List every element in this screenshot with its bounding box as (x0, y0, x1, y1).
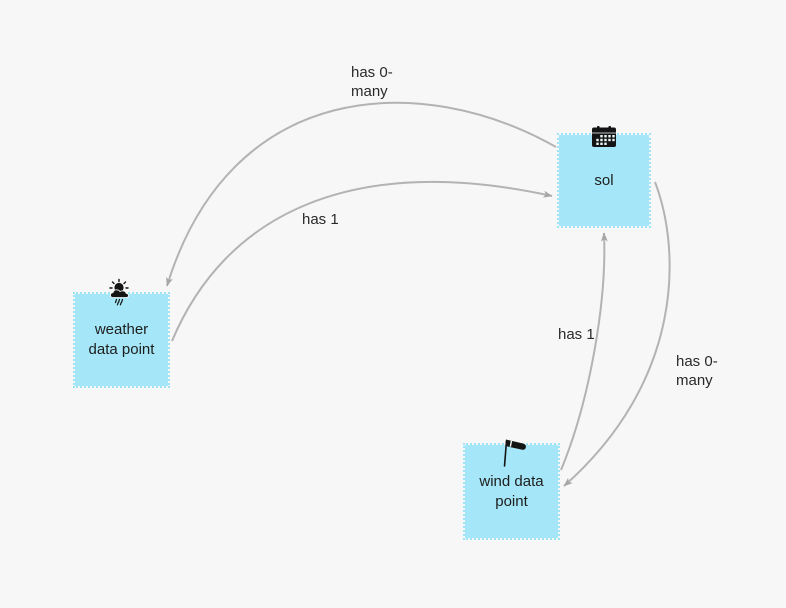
node-label-wind-data-point: wind data point (479, 472, 544, 510)
edge-label-weather-sol[interactable]: has 1 (302, 211, 339, 228)
node-weather-data-point[interactable]: weather data point (73, 278, 170, 388)
node-sol[interactable]: sol (557, 126, 651, 228)
node-wind-data-point[interactable]: wind data point (463, 439, 560, 540)
edge-wind-data-point-to-sol[interactable] (560, 232, 608, 471)
edge-weather-data-point-to-sol[interactable] (171, 181, 553, 342)
calendar-icon (591, 126, 617, 153)
node-label-sol: sol (594, 171, 614, 189)
edge-sol-to-wind-data-point[interactable] (563, 181, 671, 487)
edge-label-sol-wind[interactable]: has 0-many (676, 353, 718, 389)
edge-label-sol-weather[interactable]: has 0-many (351, 64, 393, 100)
node-label-weather-data-point: weather data point (88, 321, 155, 358)
edge-sol-to-weather-data-point[interactable] (166, 101, 557, 287)
windsock-icon (492, 434, 532, 473)
edge-label-wind-sol[interactable]: has 1 (558, 326, 595, 343)
sun-rain-cloud-icon (106, 278, 138, 311)
